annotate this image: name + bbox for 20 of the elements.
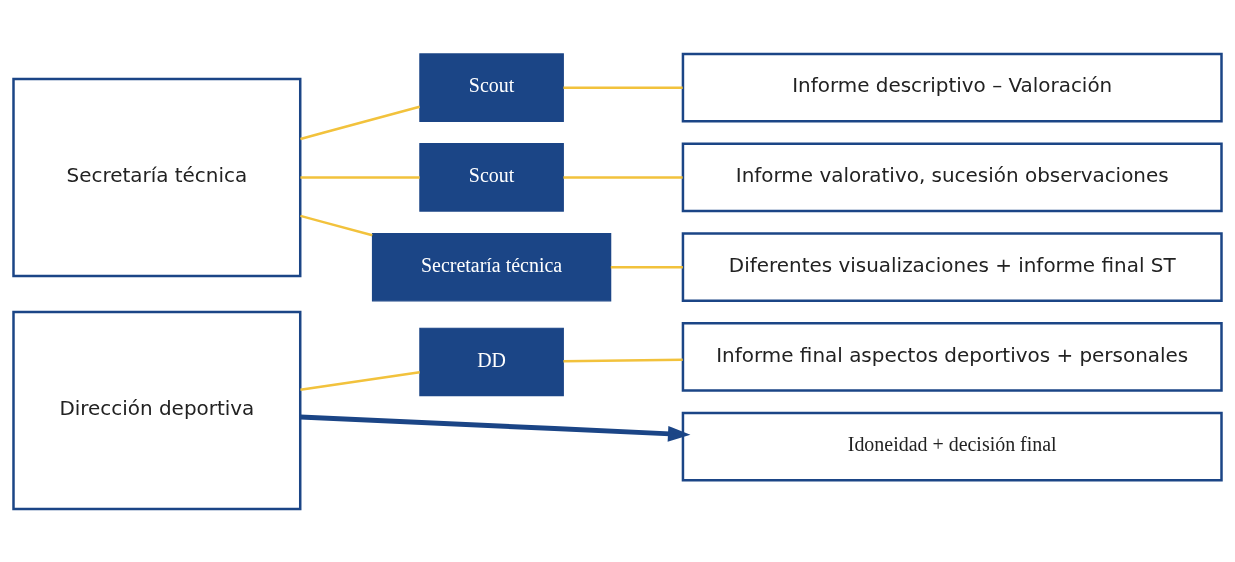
node-box: Scout: [419, 142, 564, 212]
node-box: Scout: [419, 52, 564, 122]
node-box: Secretaría técnica: [371, 232, 612, 301]
connector: [563, 85, 683, 89]
arrow: [300, 414, 691, 442]
node-box: Informe valorativo, sucesión observaciones: [681, 142, 1223, 212]
node-box: Idoneidad + decisión final: [681, 411, 1223, 482]
node-box: Diferentes visualizaciones + informe final ST: [681, 231, 1223, 302]
node-box: Informe final aspectos deportivos + personales: [681, 321, 1223, 392]
connector: [563, 358, 683, 362]
node-box: Informe descriptivo – Valoración: [681, 52, 1223, 123]
connector: [610, 265, 683, 268]
node-box: Dirección deportiva: [12, 310, 302, 510]
node-box: DD: [419, 327, 564, 396]
node-box: Secretaría técnica: [12, 77, 302, 277]
connector: [563, 175, 683, 179]
connector: [300, 370, 420, 391]
connector: [300, 175, 420, 179]
connector: [300, 214, 373, 236]
connector: [300, 105, 420, 140]
